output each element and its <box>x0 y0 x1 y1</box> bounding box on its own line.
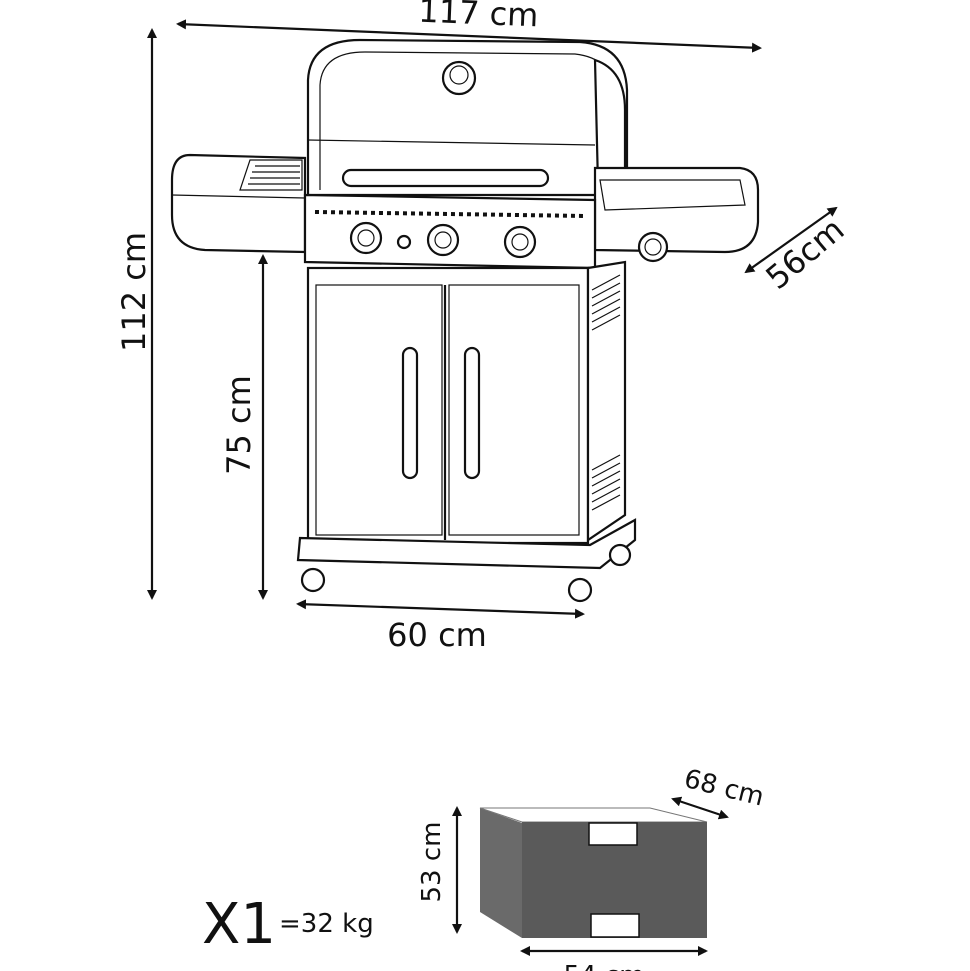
door-handle-left <box>401 346 419 480</box>
weight-label: =32 kg <box>279 909 374 939</box>
wheel-back-right <box>608 543 632 567</box>
cabinet-side <box>586 260 627 543</box>
box-side-face <box>480 808 522 938</box>
package-box <box>479 807 708 938</box>
cabinet <box>306 266 590 545</box>
lid-handle <box>341 168 550 188</box>
wheel-front-left <box>300 567 326 593</box>
ignition-button <box>396 234 412 250</box>
left-side-shelf <box>170 153 307 254</box>
width-arrow <box>176 19 762 53</box>
burner-knob-3 <box>503 225 537 259</box>
wheel-front-right <box>567 577 593 603</box>
thermometer-icon <box>441 60 477 96</box>
work-height-label: 75 cm <box>220 375 258 475</box>
lid-side-panel <box>593 58 627 187</box>
quantity-label: X1 <box>202 892 276 957</box>
cart-width-label: 60 cm <box>387 616 487 654</box>
height-label: 112 cm <box>115 232 153 352</box>
grill-illustration <box>170 38 760 603</box>
box-width-label: 54 cm <box>564 961 645 971</box>
box-depth-arrow <box>671 796 729 820</box>
box-top-face <box>479 807 708 823</box>
burner-knob-2 <box>426 223 460 257</box>
cart-width-arrow <box>296 599 585 619</box>
box-handle-top <box>588 822 638 846</box>
door-handle-right <box>463 346 481 480</box>
cart-base <box>296 518 637 570</box>
side-burner-knob <box>637 231 669 263</box>
box-handle-bottom <box>590 913 640 938</box>
width-label: 117 cm <box>418 0 539 34</box>
burner-knob-1 <box>349 221 383 255</box>
box-height-label: 53 cm <box>417 822 447 903</box>
depth-arrow <box>744 206 838 274</box>
